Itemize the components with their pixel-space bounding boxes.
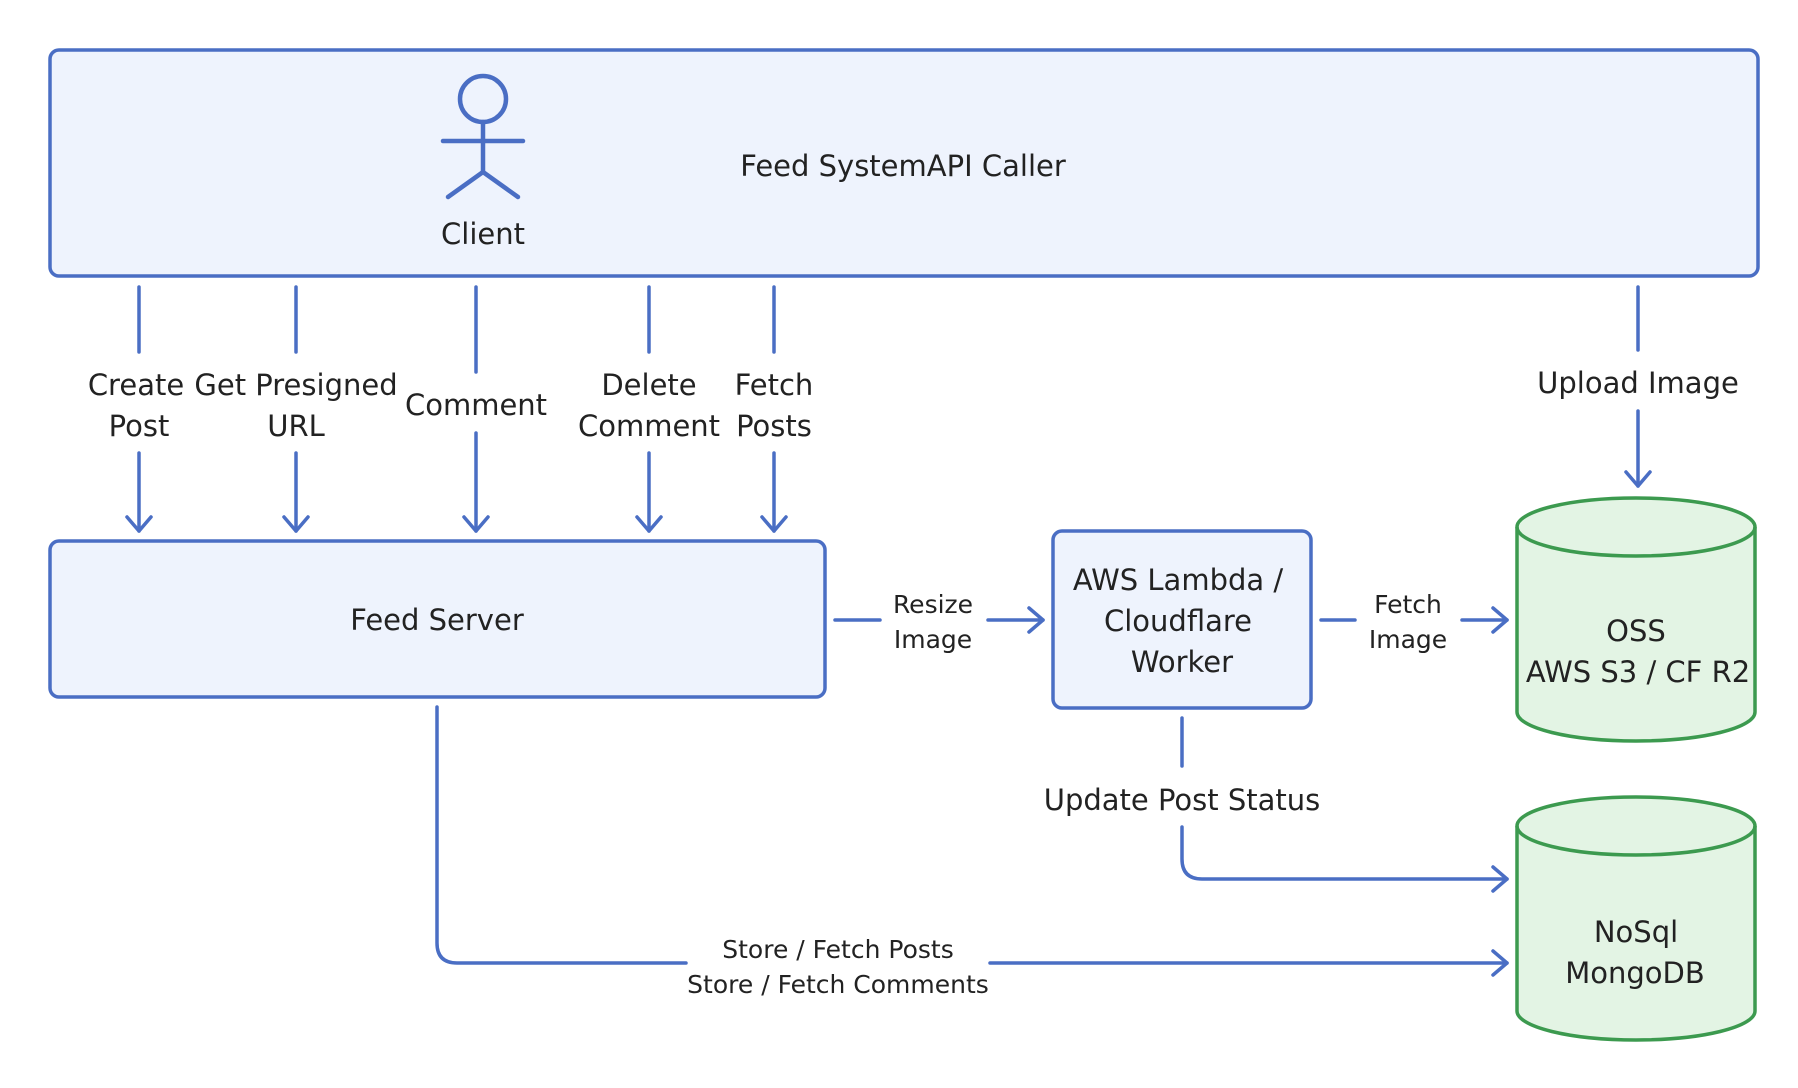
feed-server-label: Feed Server (350, 603, 524, 637)
edge-upload-image (1624, 285, 1652, 488)
update-post-status-label: Update Post Status (1044, 783, 1321, 817)
delete-comment-label-1: Delete (601, 368, 696, 402)
fetch-posts-label-1: Fetch (735, 368, 814, 402)
client-actor-icon (440, 73, 526, 200)
get-presigned-url-label-2: URL (267, 409, 325, 443)
oss-database[interactable] (1515, 496, 1757, 743)
api-caller-title: Feed SystemAPI Caller (740, 149, 1066, 183)
edge-get-presigned-url (282, 285, 310, 533)
store-fetch-label-1: Store / Fetch Posts (722, 935, 953, 964)
store-fetch-label-2: Store / Fetch Comments (687, 970, 989, 999)
edge-fetch-image (1319, 606, 1509, 634)
client-label: Client (441, 217, 525, 251)
worker-line-1: AWS Lambda / (1073, 563, 1284, 597)
create-post-label-2: Post (109, 409, 170, 443)
nosql-line-1: NoSql (1594, 915, 1678, 949)
worker-line-3: Worker (1131, 645, 1233, 679)
fetch-image-label-2: Image (1369, 625, 1447, 654)
worker-box[interactable] (1051, 529, 1313, 710)
edge-delete-comment (635, 285, 663, 533)
fetch-image-label-1: Fetch (1374, 590, 1442, 619)
comment-label: Comment (405, 388, 547, 422)
get-presigned-url-label-1: Get Presigned (194, 368, 397, 402)
nosql-database[interactable] (1515, 795, 1757, 1042)
resize-image-label-2: Image (894, 625, 972, 654)
upload-image-label: Upload Image (1537, 366, 1739, 400)
api-caller-box[interactable] (48, 48, 1760, 278)
edge-store-fetch (435, 705, 1509, 977)
resize-image-label-1: Resize (893, 590, 973, 619)
edge-fetch-posts (760, 285, 788, 533)
edge-update-post-status (1180, 716, 1509, 893)
edge-comment (462, 285, 490, 533)
worker-line-2: Cloudflare (1104, 604, 1252, 638)
edge-resize-image (833, 606, 1045, 634)
nosql-line-2: MongoDB (1565, 956, 1705, 990)
oss-line-2: AWS S3 / CF R2 (1526, 655, 1750, 689)
feed-server-box[interactable] (48, 539, 827, 699)
delete-comment-label-2: Comment (578, 409, 720, 443)
create-post-label-1: Create (88, 368, 184, 402)
edge-create-post (125, 285, 153, 533)
oss-line-1: OSS (1606, 614, 1666, 648)
fetch-posts-label-2: Posts (736, 409, 812, 443)
